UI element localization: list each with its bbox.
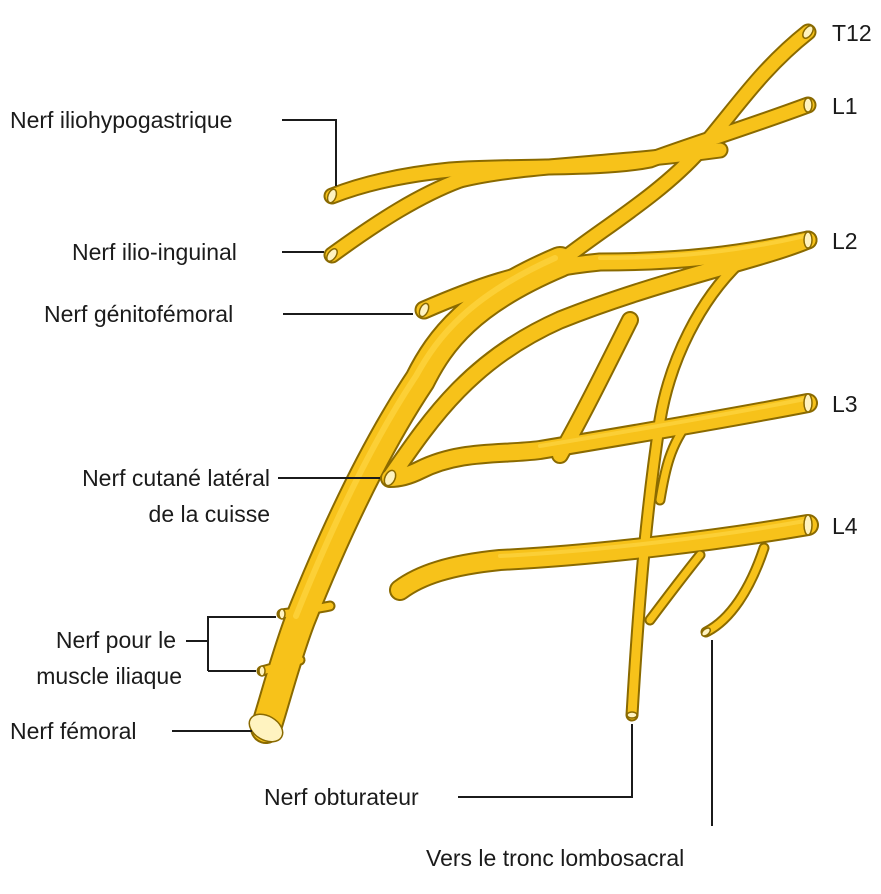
label-iliaque-line1: Nerf pour le [56,627,176,653]
obturateur-cut-end [627,712,637,718]
label-cutane-lateral-line1: Nerf cutané latéral [82,465,270,491]
l1-cut-end [804,98,812,112]
l4-cut-end [804,515,812,535]
obturateur-nerve [632,262,740,715]
root-label-l3: L3 [832,391,858,417]
label-tronc-lombosacral: Vers le tronc lombosacral [426,845,684,871]
label-obturateur: Nerf obturateur [264,784,419,810]
iliohypogastrique-leader [282,120,336,186]
label-iliaque-line2: muscle iliaque [36,663,182,689]
root-label-t12: T12 [832,20,872,46]
root-label-l2: L2 [832,228,858,254]
label-femoral: Nerf fémoral [10,718,137,744]
label-iliohypogastrique: Nerf iliohypogastrique [10,107,232,133]
label-genitofemoral: Nerf génitofémoral [44,301,233,327]
iliaque-upper-cut-end [279,609,285,619]
iliaque-lower-cut-end [259,666,265,676]
l2-cut-end [804,232,812,248]
label-cutane-lateral-line2: de la cuisse [149,501,270,527]
obturateur-leader [458,724,632,797]
femoral-trunk-nerve [266,262,560,728]
iliaque-leader [186,617,276,641]
root-label-l4: L4 [832,513,858,539]
l3-cut-end [804,394,812,412]
l4-obturator-contribution [650,555,700,620]
label-ilio-inguinal: Nerf ilio-inguinal [72,239,237,265]
root-label-l1: L1 [832,93,858,119]
